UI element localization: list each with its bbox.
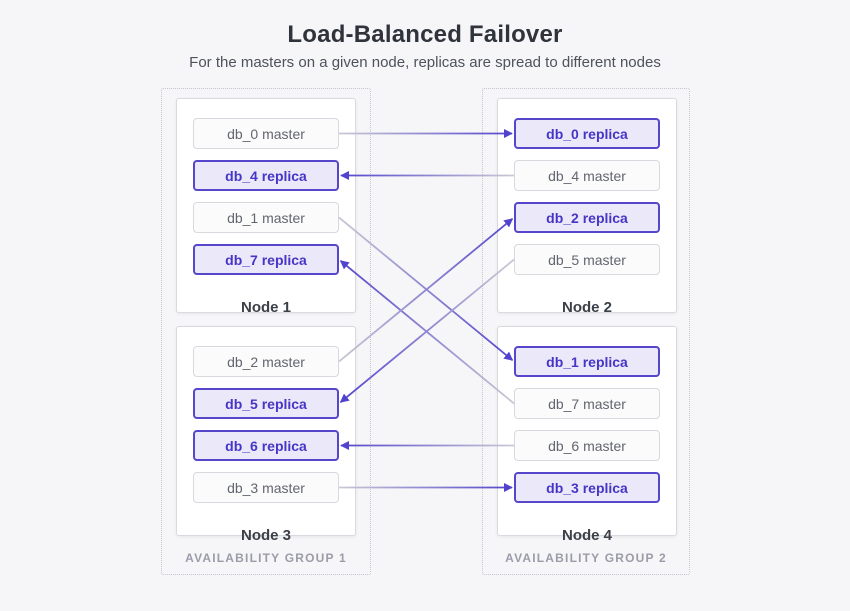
db-box-db_7-master: db_7 master — [514, 388, 660, 419]
db-box-label: db_5 master — [548, 251, 626, 268]
db-box-db_2-master: db_2 master — [193, 346, 339, 377]
db-box-db_6-replica: db_6 replica — [193, 430, 339, 461]
db-box-db_0-master: db_0 master — [193, 118, 339, 149]
node-card: db_0 master db_4 replica db_1 master db_… — [176, 98, 356, 316]
page-title: Load-Balanced Failover — [287, 21, 563, 48]
db-box-label: db_7 master — [548, 395, 626, 412]
db-box-label: db_4 replica — [225, 167, 307, 184]
page-subtitle: For the masters on a given node, replica… — [189, 54, 661, 71]
db-box-db_6-master: db_6 master — [514, 430, 660, 461]
db-box-label: db_2 replica — [546, 209, 628, 226]
db-box-db_2-replica: db_2 replica — [514, 202, 660, 233]
node-label: Node 3 — [240, 527, 291, 544]
db-box-label: db_6 master — [548, 437, 626, 454]
availability-group-label: AVAILABILITY GROUP 2 — [505, 551, 667, 565]
db-box-db_3-replica: db_3 replica — [514, 472, 660, 503]
node-label: Node 4 — [561, 527, 612, 544]
node-card: db_1 replica db_7 master db_6 master db_… — [497, 326, 677, 544]
db-box-db_1-master: db_1 master — [193, 202, 339, 233]
db-box-label: db_6 replica — [225, 437, 307, 454]
availability-group: db_0 replica db_4 master db_2 replica db… — [482, 88, 690, 575]
db-box-label: db_1 replica — [546, 353, 628, 370]
db-box-label: db_1 master — [227, 209, 305, 226]
db-box-db_5-replica: db_5 replica — [193, 388, 339, 419]
availability-group-label: AVAILABILITY GROUP 1 — [185, 551, 347, 565]
db-box-db_4-replica: db_4 replica — [193, 160, 339, 191]
db-box-label: db_3 replica — [546, 479, 628, 496]
db-box-label: db_4 master — [548, 167, 626, 184]
db-box-db_1-replica: db_1 replica — [514, 346, 660, 377]
node-label: Node 1 — [240, 299, 291, 316]
node-card: db_0 replica db_4 master db_2 replica db… — [497, 98, 677, 316]
db-box-label: db_3 master — [227, 479, 305, 496]
db-box-label: db_5 replica — [225, 395, 307, 412]
db-box-db_7-replica: db_7 replica — [193, 244, 339, 275]
availability-group: db_0 master db_4 replica db_1 master db_… — [161, 88, 371, 575]
db-box-db_5-master: db_5 master — [514, 244, 660, 275]
db-box-label: db_2 master — [227, 353, 305, 370]
db-box-db_4-master: db_4 master — [514, 160, 660, 191]
node-label: Node 2 — [561, 299, 612, 316]
node-card: db_2 master db_5 replica db_6 replica db… — [176, 326, 356, 544]
db-box-label: db_0 replica — [546, 125, 628, 142]
db-box-label: db_0 master — [227, 125, 305, 142]
db-box-db_0-replica: db_0 replica — [514, 118, 660, 149]
db-box-db_3-master: db_3 master — [193, 472, 339, 503]
db-box-label: db_7 replica — [225, 251, 307, 268]
